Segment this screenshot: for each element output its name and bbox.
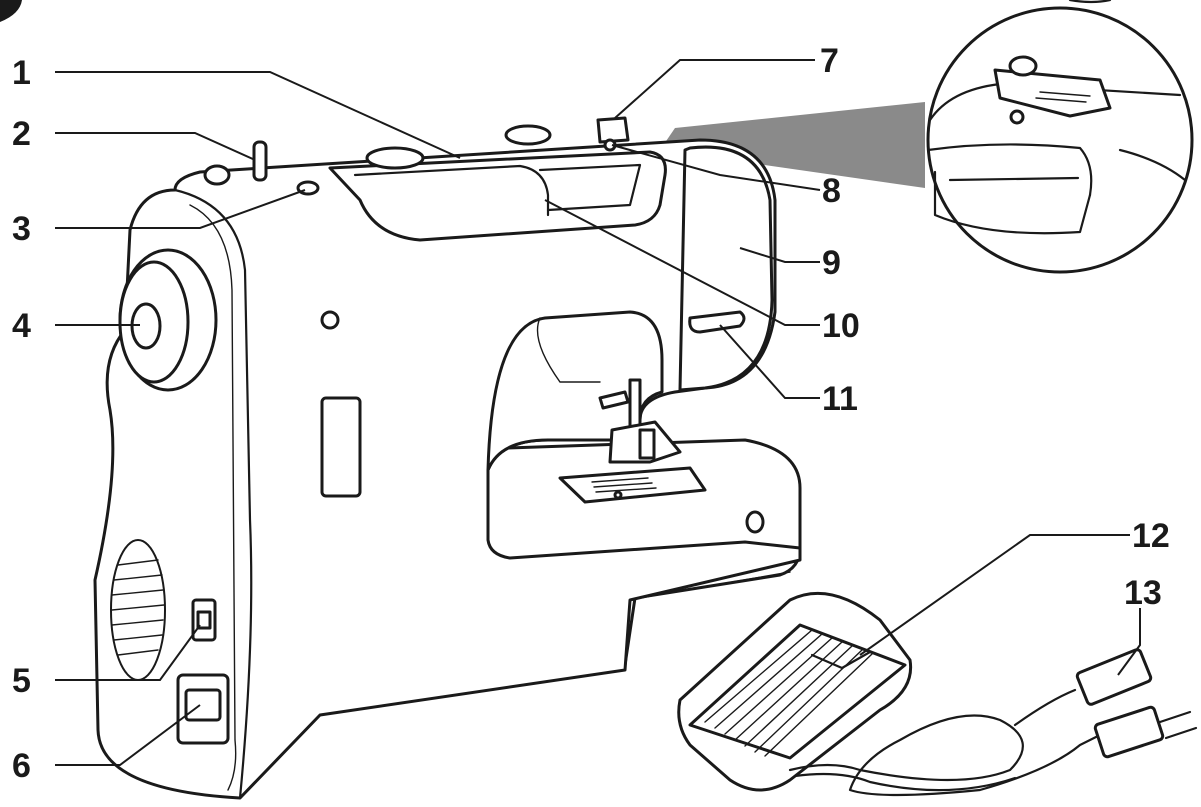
bobbin-winder bbox=[203, 164, 231, 186]
top-right-fragment bbox=[1068, 0, 1112, 4]
callout-2: 2 bbox=[12, 115, 31, 153]
leader-10 bbox=[544, 199, 820, 326]
leader-11 bbox=[719, 324, 820, 399]
magnifier-detail bbox=[926, 6, 1194, 274]
leader-2 bbox=[55, 132, 256, 161]
callout-11: 11 bbox=[822, 380, 858, 418]
callout-8: 8 bbox=[822, 172, 841, 210]
leader-8 bbox=[611, 144, 821, 191]
spool-pin-top-left bbox=[365, 146, 425, 170]
callout-5: 5 bbox=[12, 662, 31, 700]
corner-badge bbox=[0, 0, 22, 22]
callout-12: 12 bbox=[1132, 517, 1170, 555]
callout-numbers: 1 2 3 4 5 6 7 8 9 10 11 12 13 bbox=[12, 42, 1170, 785]
bed-screw bbox=[745, 510, 765, 534]
leader-13 bbox=[1117, 608, 1141, 676]
leader-lines bbox=[55, 59, 1141, 766]
magnifier-beam bbox=[660, 102, 925, 188]
leader-1 bbox=[55, 71, 461, 159]
reverse-lever bbox=[688, 310, 746, 334]
body-screw bbox=[320, 310, 340, 330]
spool-pin-top-right bbox=[504, 124, 552, 146]
power-cord bbox=[788, 648, 1198, 797]
callout-7: 7 bbox=[820, 42, 839, 80]
face-plate bbox=[678, 145, 774, 392]
thread-take-up-guide bbox=[596, 116, 630, 144]
hand-wheel bbox=[118, 248, 218, 392]
side-window bbox=[320, 396, 362, 498]
callout-4: 4 bbox=[12, 307, 31, 345]
spool-pin bbox=[252, 140, 268, 182]
machine-body bbox=[93, 138, 802, 800]
plug-lower bbox=[1093, 705, 1165, 759]
needle-plate bbox=[558, 466, 707, 504]
callout-1: 1 bbox=[12, 54, 31, 92]
needle-assembly bbox=[598, 378, 682, 464]
foot-controller bbox=[677, 591, 913, 792]
leader-5 bbox=[55, 624, 201, 681]
sewing-machine bbox=[93, 116, 802, 800]
left-side-panel-edge bbox=[173, 188, 253, 800]
callout-10: 10 bbox=[822, 307, 860, 345]
leader-3 bbox=[55, 189, 306, 229]
callout-6: 6 bbox=[12, 747, 31, 785]
plug-13 bbox=[1075, 648, 1153, 706]
callout-13: 13 bbox=[1124, 574, 1162, 612]
callout-9: 9 bbox=[822, 244, 841, 282]
leader-6 bbox=[55, 704, 201, 766]
callout-3: 3 bbox=[12, 210, 31, 248]
leader-9 bbox=[739, 247, 820, 263]
leader-12 bbox=[859, 534, 1130, 656]
leader-7 bbox=[614, 59, 815, 119]
